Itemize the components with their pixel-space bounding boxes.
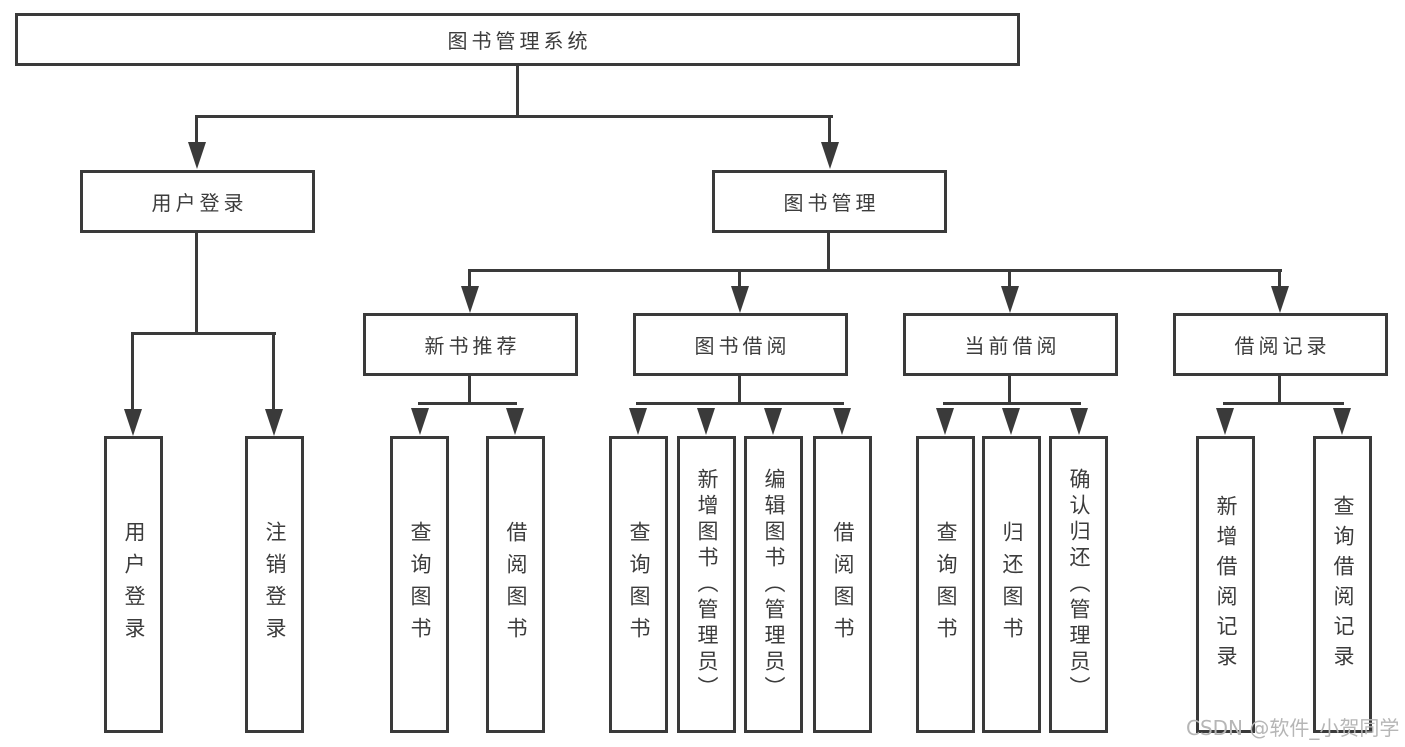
arrow-down-icon (833, 408, 851, 435)
node-current-borrowing: 当前借阅 (903, 313, 1118, 376)
connector-line (196, 115, 833, 118)
connector-line (943, 402, 1081, 405)
node-book-borrowing-label: 图书借阅 (694, 334, 791, 358)
arrow-down-icon (188, 142, 206, 169)
arrow-down-icon (936, 408, 954, 435)
node-book-management: 图书管理 (712, 170, 947, 233)
arrow-down-icon (461, 286, 479, 313)
leaf-user-login: 用户登录 (104, 436, 163, 733)
leaf-query-books-current-label: 查询图书 (934, 520, 958, 649)
connector-line (272, 332, 275, 412)
connector-line (827, 233, 830, 272)
connector-line (738, 376, 741, 405)
connector-line (131, 332, 134, 412)
leaf-return-books: 归还图书 (982, 436, 1041, 733)
connector-line (828, 115, 831, 146)
arrow-down-icon (1002, 408, 1020, 435)
node-borrowing-records-label: 借阅记录 (1234, 334, 1331, 358)
connector-line (131, 332, 276, 335)
arrow-down-icon (629, 408, 647, 435)
connector-line (468, 376, 471, 405)
connector-line (1008, 376, 1011, 405)
arrow-down-icon (411, 408, 429, 435)
node-user-login: 用户登录 (80, 170, 315, 233)
arrow-down-icon (1216, 408, 1234, 435)
leaf-borrow-books-recommend-label: 借阅图书 (504, 520, 528, 649)
connector-line (418, 402, 517, 405)
leaf-confirm-return-admin-label: 确认归还（管理员） (1067, 467, 1091, 702)
connector-line (636, 402, 844, 405)
leaf-borrow-books-recommend: 借阅图书 (486, 436, 545, 733)
connector-line (1278, 376, 1281, 405)
leaf-confirm-return-admin: 确认归还（管理员） (1049, 436, 1108, 733)
node-current-borrowing-label: 当前借阅 (964, 334, 1061, 358)
leaf-add-book-admin-label: 新增图书（管理员） (695, 467, 719, 702)
leaf-edit-book-admin: 编辑图书（管理员） (744, 436, 803, 733)
connector-line (1278, 269, 1281, 289)
arrow-down-icon (821, 142, 839, 169)
connector-line (468, 269, 471, 289)
watermark: CSDN @软件_小贺同学 (1186, 716, 1400, 740)
leaf-query-borrow-record-label: 查询借阅记录 (1331, 494, 1355, 675)
connector-line (195, 233, 198, 335)
leaf-add-borrow-record: 新增借阅记录 (1196, 436, 1255, 733)
arrow-down-icon (1271, 286, 1289, 313)
arrow-down-icon (764, 408, 782, 435)
leaf-query-books-recommend: 查询图书 (390, 436, 449, 733)
arrow-down-icon (1070, 408, 1088, 435)
arrow-down-icon (265, 409, 283, 436)
leaf-return-books-label: 归还图书 (1000, 520, 1024, 649)
node-book-management-label: 图书管理 (783, 191, 880, 215)
leaf-edit-book-admin-label: 编辑图书（管理员） (762, 467, 786, 702)
connector-line (1223, 402, 1344, 405)
leaf-query-books-borrowing-label: 查询图书 (627, 520, 651, 649)
node-user-login-label: 用户登录 (151, 191, 248, 215)
connector-line (1008, 269, 1011, 289)
arrow-down-icon (697, 408, 715, 435)
leaf-query-books-borrowing: 查询图书 (609, 436, 668, 733)
leaf-borrow-books-borrowing: 借阅图书 (813, 436, 872, 733)
leaf-query-borrow-record: 查询借阅记录 (1313, 436, 1372, 733)
connector-line (468, 269, 1282, 272)
node-library-management-system-label: 图书管理系统 (447, 29, 592, 53)
arrow-down-icon (124, 409, 142, 436)
node-borrowing-records: 借阅记录 (1173, 313, 1388, 376)
leaf-query-books-current: 查询图书 (916, 436, 975, 733)
node-library-management-system: 图书管理系统 (15, 13, 1020, 66)
leaf-add-book-admin: 新增图书（管理员） (677, 436, 736, 733)
leaf-logout-label: 注销登录 (263, 520, 287, 649)
node-new-book-recommendation-label: 新书推荐 (424, 334, 521, 358)
arrow-down-icon (1001, 286, 1019, 313)
connector-line (738, 269, 741, 289)
leaf-add-borrow-record-label: 新增借阅记录 (1214, 494, 1238, 675)
leaf-borrow-books-borrowing-label: 借阅图书 (831, 520, 855, 649)
leaf-query-books-recommend-label: 查询图书 (408, 520, 432, 649)
node-new-book-recommendation: 新书推荐 (363, 313, 578, 376)
connector-line (195, 115, 198, 146)
leaf-logout: 注销登录 (245, 436, 304, 733)
arrow-down-icon (731, 286, 749, 313)
arrow-down-icon (1333, 408, 1351, 435)
arrow-down-icon (506, 408, 524, 435)
connector-line (516, 66, 519, 118)
node-book-borrowing: 图书借阅 (633, 313, 848, 376)
leaf-user-login-label: 用户登录 (122, 520, 146, 649)
